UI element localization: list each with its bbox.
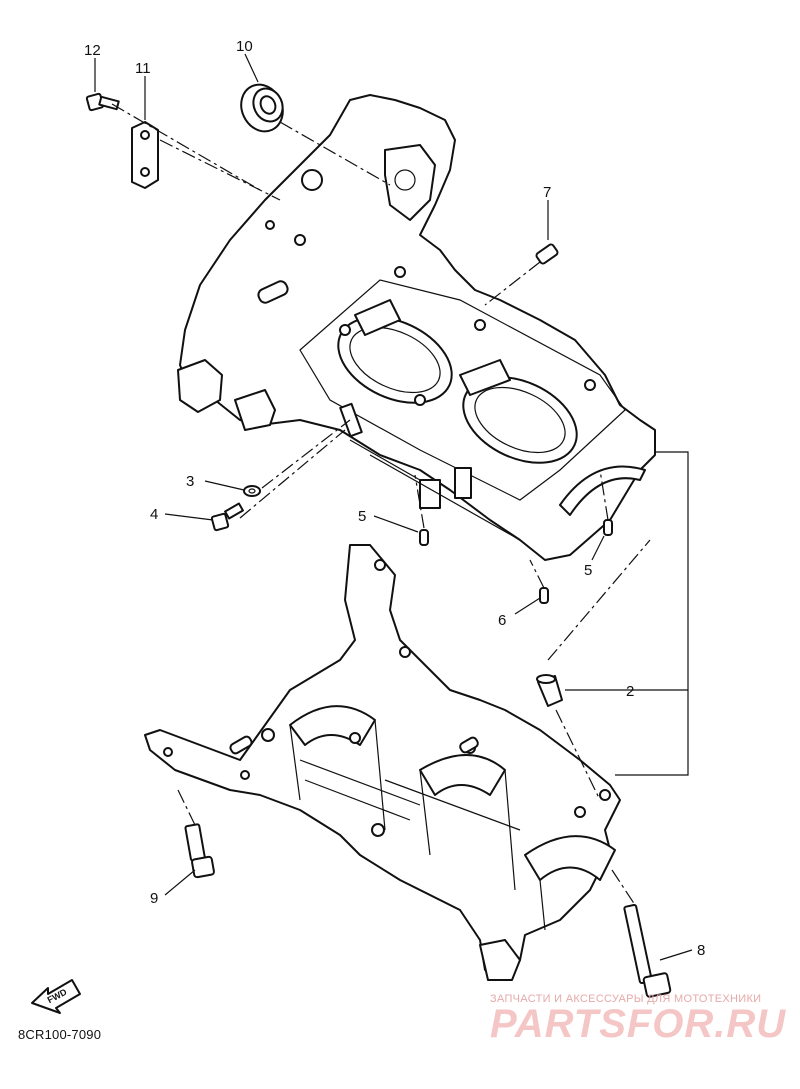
bolt-12 (85, 92, 120, 112)
pin-6 (539, 587, 549, 604)
dowel-2 (536, 674, 563, 707)
drawing-code: 8CR100-7090 (18, 1027, 102, 1042)
fwd-arrow-icon: FWD (31, 979, 81, 1014)
callout-6: 6 (498, 612, 506, 629)
upper-crankcase (177, 94, 656, 561)
plate-11 (131, 121, 159, 189)
bolt-9 (184, 823, 215, 879)
watermark-logo: PARTSFOR.RU (490, 1002, 787, 1046)
bearing-10 (240, 83, 284, 133)
callout-4: 4 (150, 506, 158, 523)
callout-3: 3 (186, 473, 194, 490)
callout-7: 7 (543, 184, 551, 201)
pin-5-left (419, 529, 429, 546)
callout-11: 11 (135, 60, 151, 77)
bolt-4 (210, 502, 244, 532)
callout-10: 10 (236, 38, 253, 55)
washer-3 (243, 485, 261, 497)
pin-5-right (603, 519, 613, 536)
callout-12: 12 (84, 42, 101, 59)
lower-crankcase (144, 544, 621, 981)
dowel-pin-7 (535, 243, 559, 265)
callout-2: 2 (626, 683, 634, 700)
watermark-tagline: ЗАПЧАСТИ И АКСЕССУАРЫ ДЛЯ МОТОТЕХНИКИ (490, 993, 762, 1005)
bracket-2 (565, 451, 689, 776)
callout-8: 8 (697, 942, 705, 959)
assembly-lines (111, 103, 651, 906)
bolt-8 (623, 903, 672, 998)
callout-5-right: 5 (584, 562, 592, 579)
callout-9: 9 (150, 890, 158, 907)
callouts: 12 11 10 7 3 4 5 5 6 2 9 8 (84, 38, 705, 959)
callout-5-left: 5 (358, 508, 366, 525)
leader-lines (94, 53, 693, 961)
